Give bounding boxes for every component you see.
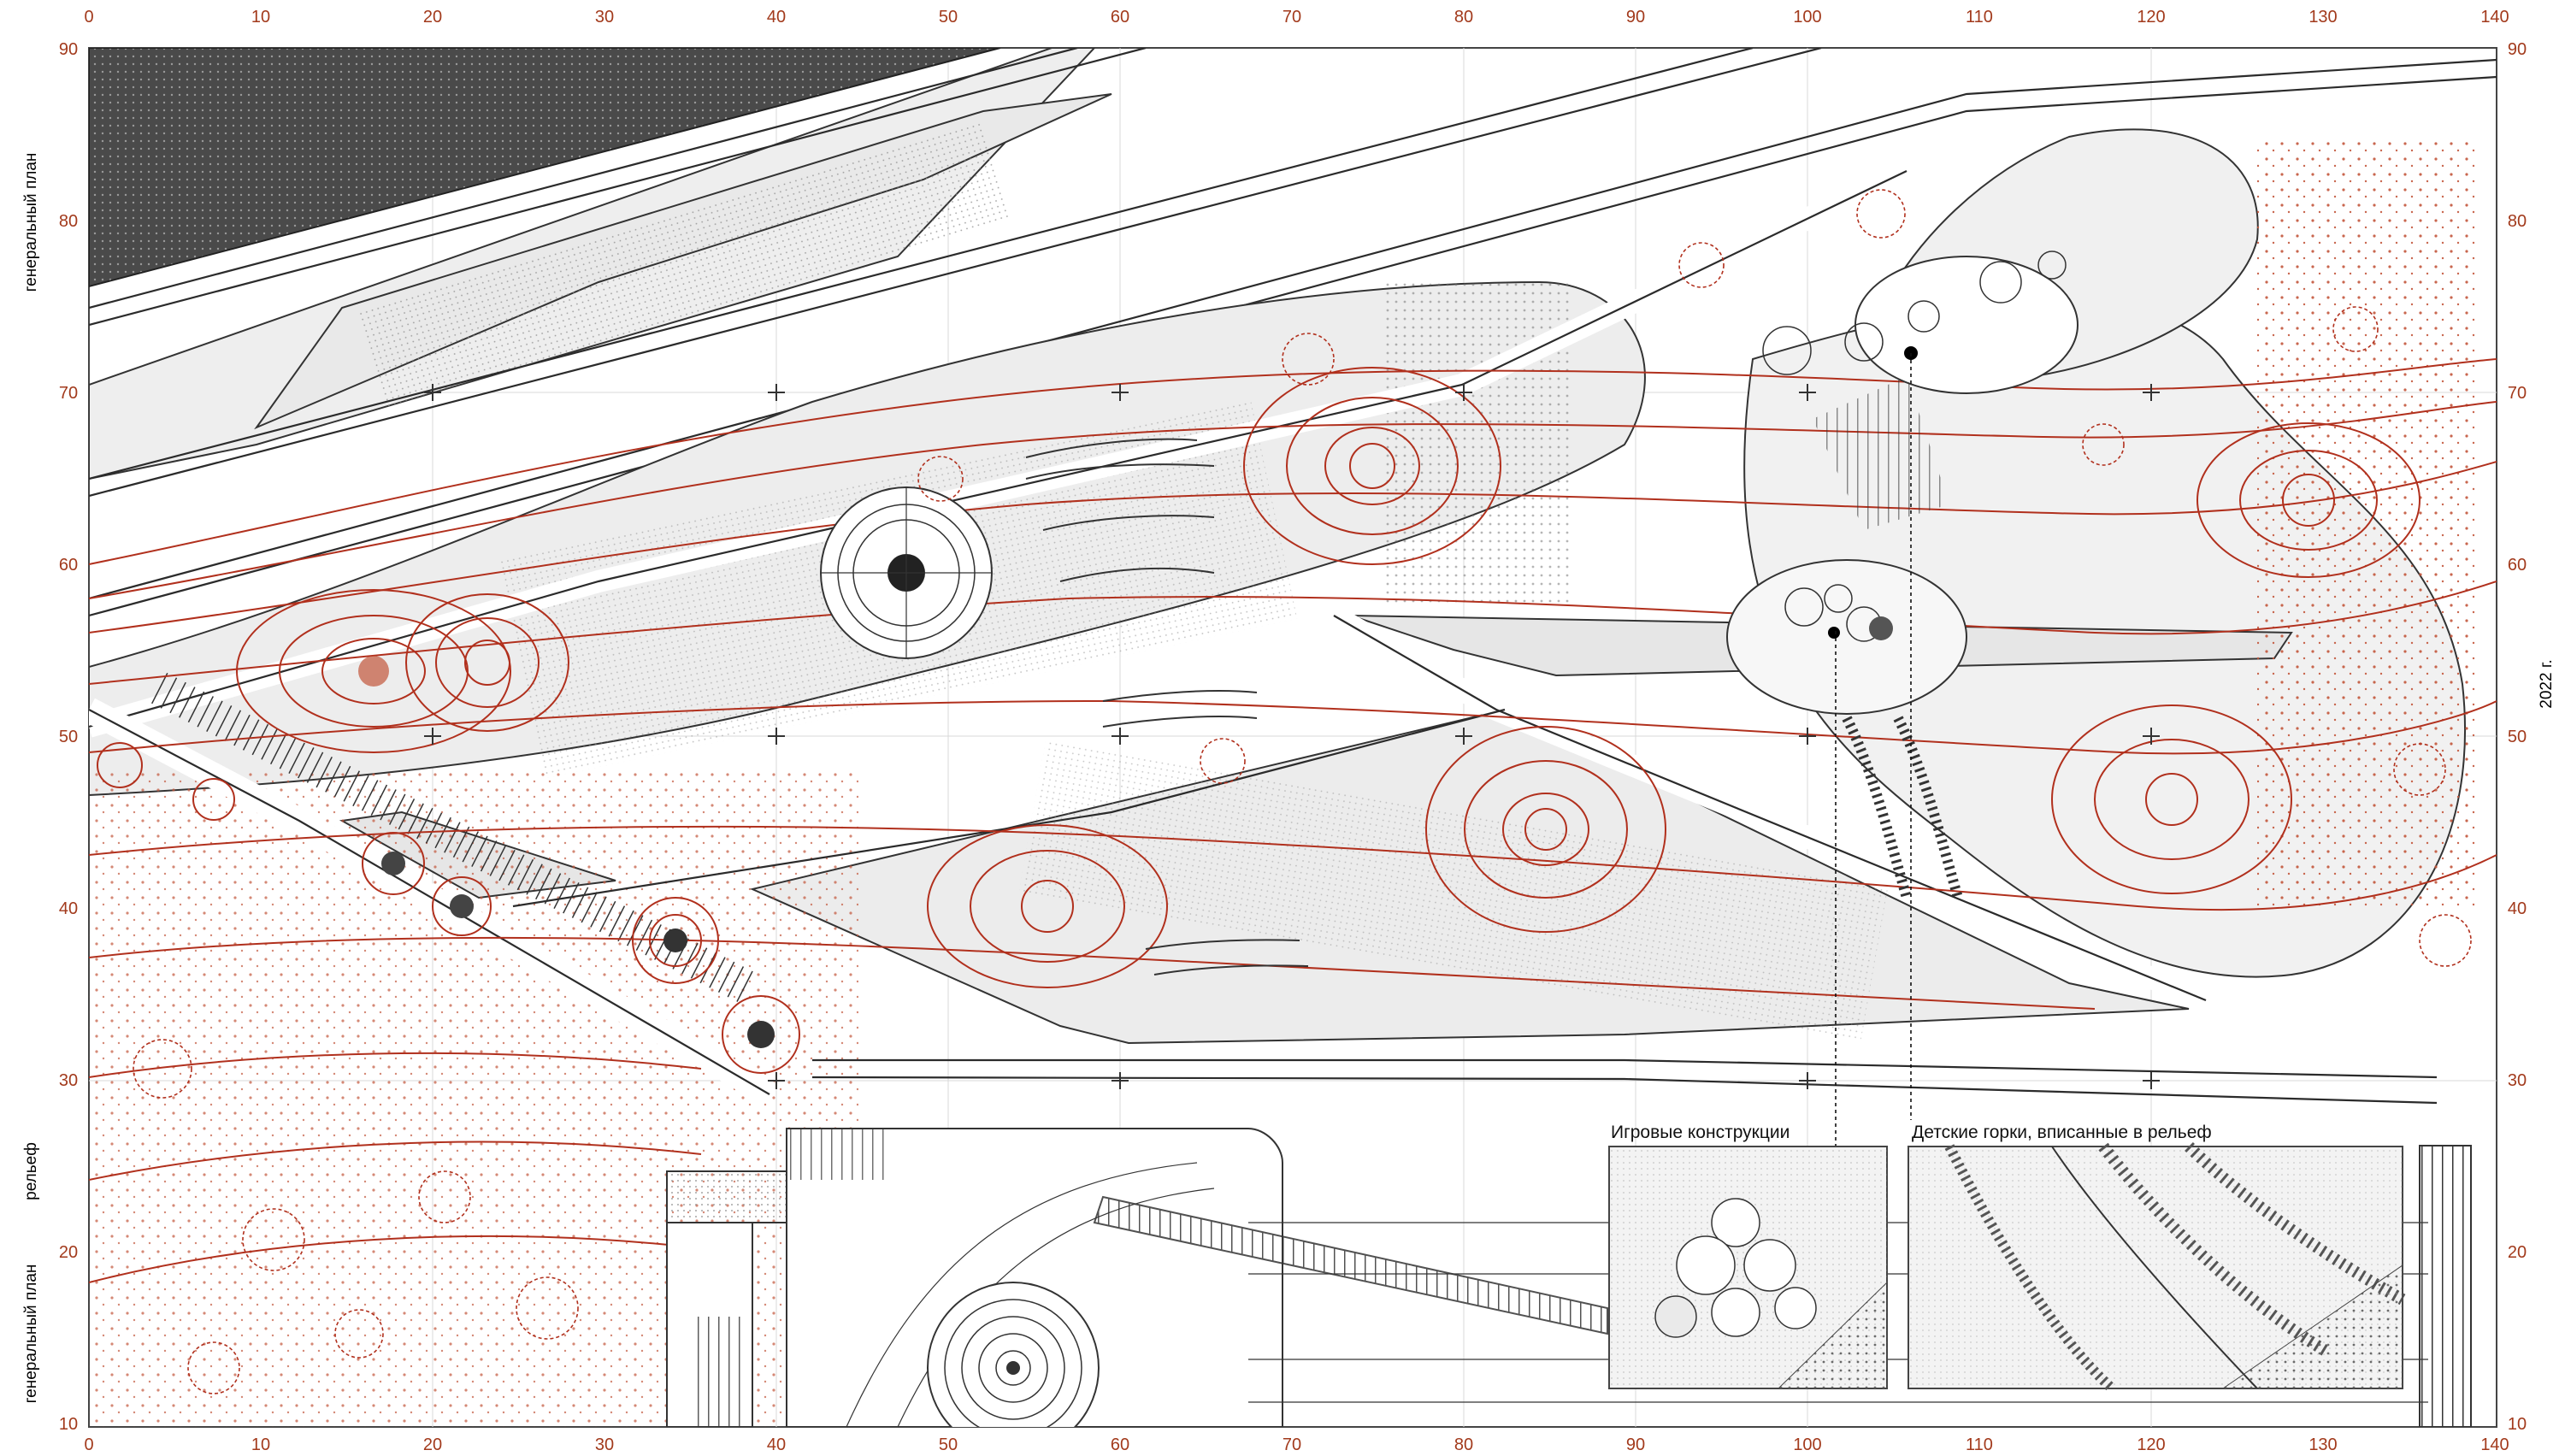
side-label-left-bottom: генеральный план xyxy=(22,1264,40,1404)
x-tick-bottom: 50 xyxy=(939,1435,958,1454)
y-tick-right: 30 xyxy=(2508,1071,2527,1090)
x-tick-bottom: 140 xyxy=(2480,1435,2509,1454)
inset-slides xyxy=(1908,1142,2406,1393)
x-tick-bottom: 70 xyxy=(1282,1435,1301,1454)
x-tick-top: 110 xyxy=(1966,8,1993,27)
x-tick-top: 0 xyxy=(84,8,93,27)
lower-built-area xyxy=(666,1128,1283,1427)
x-tick-bottom: 100 xyxy=(1793,1435,1821,1454)
mound-10 xyxy=(362,832,425,895)
x-tick-top: 130 xyxy=(2308,8,2337,27)
play-area-north xyxy=(1762,251,2079,394)
mound-5 xyxy=(927,824,1168,988)
y-axis-right: 90 80 70 60 50 40 30 20 10 xyxy=(2508,40,2527,1434)
side-label-left-top: генеральный план xyxy=(22,153,40,292)
bench-arcs xyxy=(1025,438,1309,976)
y-tick-right: 90 xyxy=(2508,40,2527,59)
caption-play-structures: Игровые конструкции xyxy=(1611,1123,1790,1142)
callout-leaders xyxy=(1835,353,1912,1146)
x-tick-top: 100 xyxy=(1793,8,1821,27)
x-tick-top: 50 xyxy=(939,8,958,27)
side-label-right-year: 2022 г. xyxy=(2538,659,2556,708)
grid-cross-markers xyxy=(424,384,2160,1089)
x-tick-bottom: 30 xyxy=(595,1435,614,1454)
x-tick-bottom: 10 xyxy=(251,1435,270,1454)
y-tick-right: 20 xyxy=(2508,1243,2527,1262)
mound-9 xyxy=(722,995,800,1074)
x-tick-bottom: 90 xyxy=(1626,1435,1645,1454)
x-tick-top: 30 xyxy=(595,8,614,27)
mound-8 xyxy=(632,897,719,984)
mound-12 xyxy=(97,742,235,821)
x-tick-bottom: 120 xyxy=(2137,1435,2165,1454)
x-tick-top: 60 xyxy=(1111,8,1129,27)
y-tick-right: 70 xyxy=(2508,384,2527,403)
x-tick-bottom: 110 xyxy=(1966,1435,1993,1454)
crosswalk-stripes xyxy=(148,671,758,1005)
ramp-staircase xyxy=(1093,1195,1608,1335)
slide-hatching xyxy=(1813,376,1963,899)
x-tick-top: 140 xyxy=(2480,8,2509,27)
round-amphitheatre xyxy=(820,486,993,659)
x-tick-top: 40 xyxy=(767,8,786,27)
x-tick-bottom: 40 xyxy=(767,1435,786,1454)
y-tick-right: 80 xyxy=(2508,212,2527,231)
y-tick-right: 10 xyxy=(2508,1415,2527,1434)
y-tick-right: 60 xyxy=(2508,556,2527,575)
lower-amphitheatre xyxy=(927,1282,1100,1427)
y-tick-right: 50 xyxy=(2508,728,2527,746)
y-tick-left: 80 xyxy=(59,212,78,231)
dark-building-block xyxy=(89,48,1001,288)
y-tick-left: 10 xyxy=(59,1415,78,1434)
y-tick-right: 40 xyxy=(2508,899,2527,918)
dotted-fill-strip xyxy=(358,121,1010,410)
y-tick-left: 90 xyxy=(59,40,78,59)
x-tick-bottom: 130 xyxy=(2308,1435,2337,1454)
mound-rings xyxy=(97,367,2421,1074)
x-tick-top: 120 xyxy=(2137,8,2165,27)
x-tick-top: 80 xyxy=(1454,8,1473,27)
mound-6 xyxy=(2051,704,2292,894)
x-tick-top: 70 xyxy=(1282,8,1301,27)
mound-3 xyxy=(1243,367,1501,565)
x-axis-bottom: 0 10 20 30 40 50 60 70 80 90 100 110 120… xyxy=(84,1435,2509,1454)
x-tick-bottom: 60 xyxy=(1111,1435,1129,1454)
mound-11 xyxy=(432,876,492,936)
mound-7 xyxy=(2196,422,2421,578)
y-tick-left: 70 xyxy=(59,384,78,403)
mound-2 xyxy=(405,593,569,732)
y-tick-left: 40 xyxy=(59,899,78,918)
mound-4 xyxy=(1425,726,1666,933)
x-axis-top: 0 10 20 30 40 50 60 70 80 90 100 110 120… xyxy=(84,8,2509,27)
x-tick-top: 10 xyxy=(251,8,270,27)
y-tick-left: 50 xyxy=(59,728,78,746)
caption-slides: Детские горки, вписанные в рельеф xyxy=(1912,1123,2212,1142)
stipple-overlay-b xyxy=(1018,739,1889,1040)
y-tick-left: 60 xyxy=(59,556,78,575)
y-axis-left: 90 80 70 60 50 40 30 20 10 xyxy=(59,40,78,1434)
y-tick-left: 20 xyxy=(59,1243,78,1262)
x-tick-bottom: 20 xyxy=(423,1435,442,1454)
play-area-central xyxy=(1726,559,1967,715)
tree-canopies xyxy=(133,189,2472,1394)
inset-play-structures xyxy=(1608,1146,1888,1389)
x-tick-top: 20 xyxy=(423,8,442,27)
relief-contours xyxy=(89,358,2497,1283)
x-tick-bottom: 80 xyxy=(1454,1435,1473,1454)
side-label-left-relief: рельеф xyxy=(22,1142,40,1200)
y-tick-left: 30 xyxy=(59,1071,78,1090)
x-tick-bottom: 0 xyxy=(84,1435,93,1454)
x-tick-top: 90 xyxy=(1626,8,1645,27)
